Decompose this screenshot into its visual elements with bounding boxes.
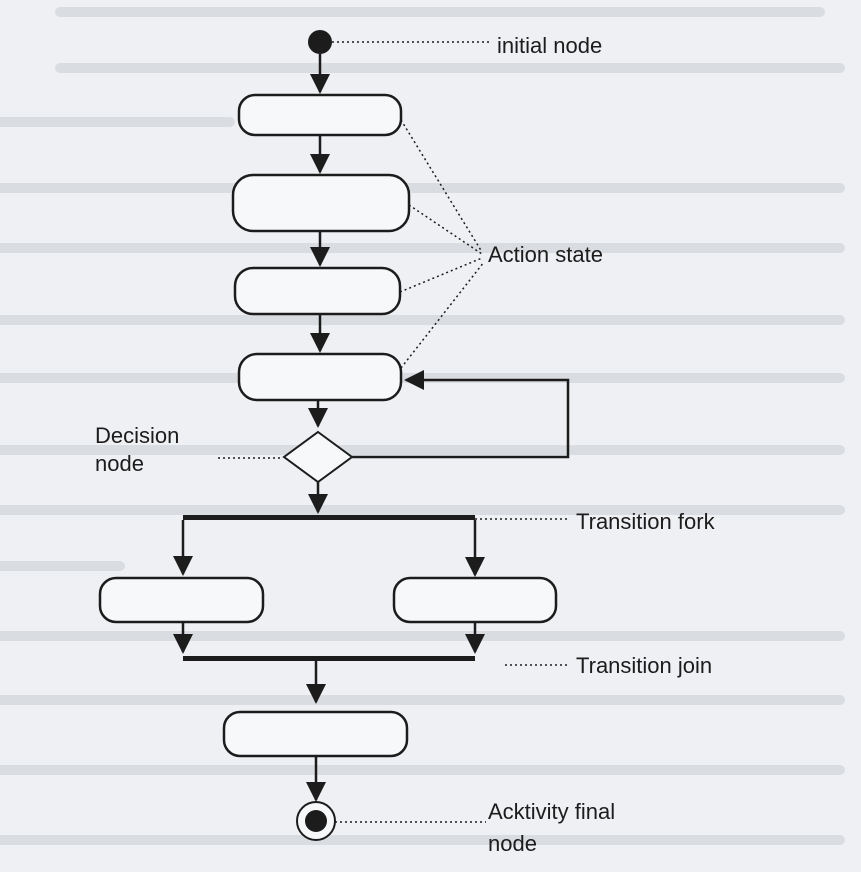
transition-join-label: Transition join <box>576 653 712 678</box>
action-state-final <box>222 710 409 758</box>
action-state-label: Action state <box>488 242 603 267</box>
action-state-3 <box>233 266 402 316</box>
decision-node-label-line2: node <box>95 451 144 476</box>
action-state-leaders <box>399 119 485 369</box>
transition-fork-bar <box>183 515 475 520</box>
transition-join-bar <box>183 656 475 661</box>
background-text-texture <box>0 7 845 845</box>
activity-final-node <box>305 810 327 832</box>
action-state-right <box>392 576 558 624</box>
transition-fork-label: Transition fork <box>576 509 716 534</box>
activity-final-node-label-line2: node <box>488 831 537 856</box>
activity-final-node-label-line1: Acktivity final <box>488 799 615 824</box>
initial-node-label: initial node <box>497 33 602 58</box>
initial-node <box>308 30 332 54</box>
decision-node <box>282 430 354 484</box>
edge-decision-loop-back <box>352 370 570 459</box>
action-state-4 <box>237 352 403 402</box>
action-state-2 <box>231 173 411 233</box>
action-state-left <box>98 576 265 624</box>
decision-node-label-line1: Decision <box>95 423 179 448</box>
action-state-1 <box>237 93 403 137</box>
